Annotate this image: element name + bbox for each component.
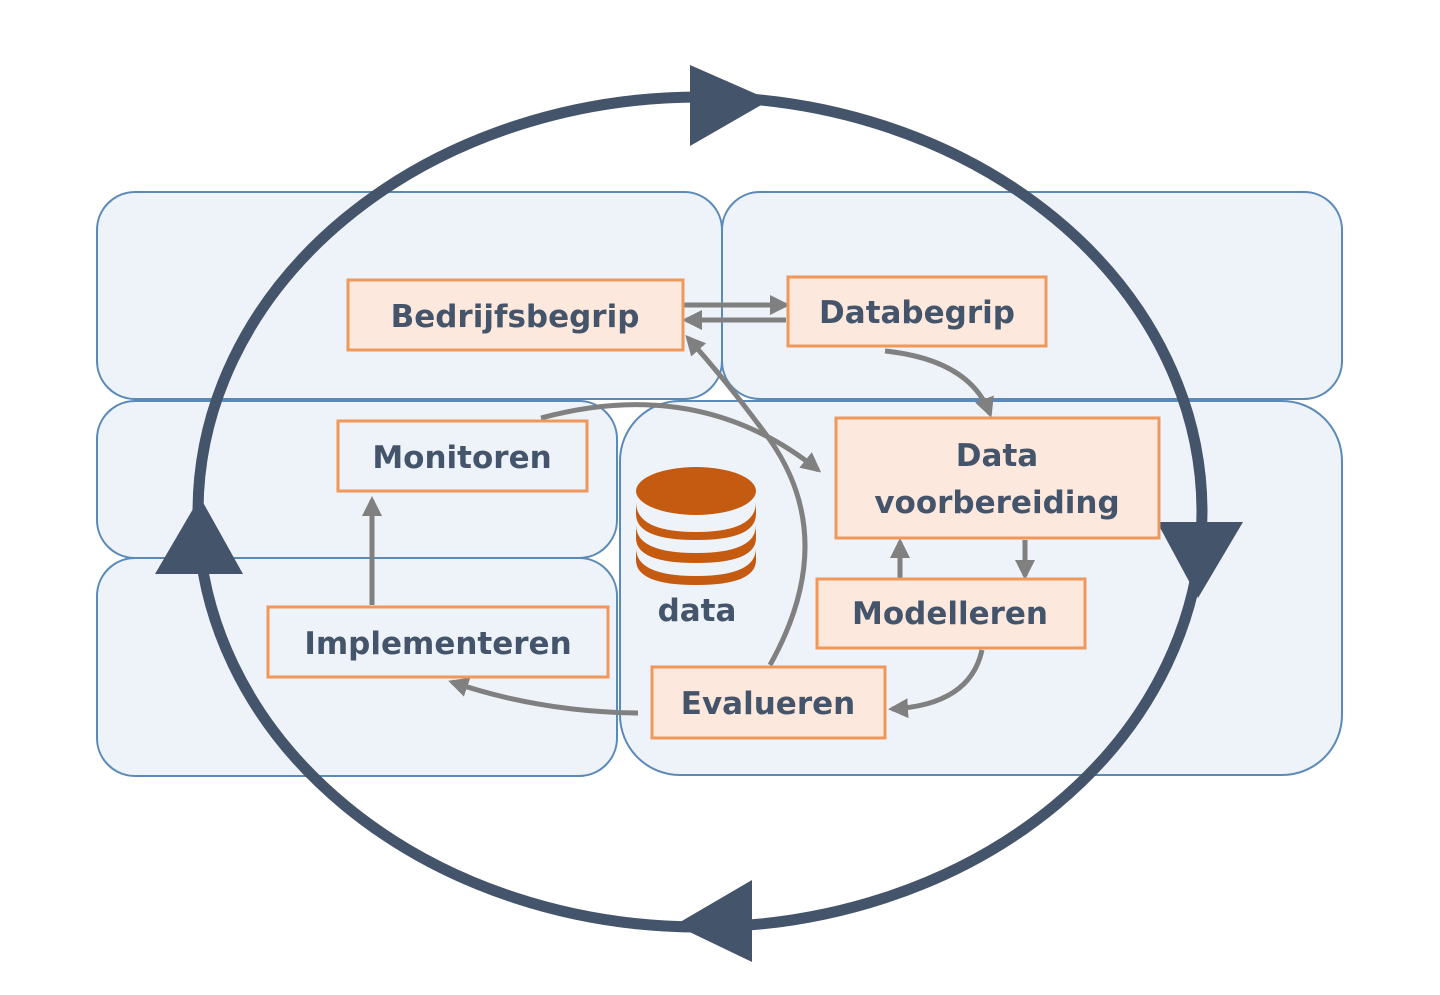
node-monitoren: Monitoren xyxy=(336,419,589,493)
node-implementeren: Implementeren xyxy=(266,605,610,679)
flow-arrows xyxy=(362,295,1035,719)
arrow-monitoren-to-datavoorbereiding xyxy=(540,402,822,473)
arrow-databegrip-to-datavoorbereiding xyxy=(884,348,994,418)
node-bedrijfsbegrip-label: Bedrijfsbegrip xyxy=(391,299,640,335)
node-monitoren-label: Monitoren xyxy=(372,440,551,476)
node-databegrip: Databegrip xyxy=(786,275,1048,348)
database-icon xyxy=(636,467,756,585)
arrow-evalueren-to-implementeren xyxy=(448,677,639,716)
node-data-voorbereiding: Data voorbereiding xyxy=(834,416,1161,540)
arrow-evalueren-to-bedrijfsbegrip xyxy=(685,335,808,667)
node-evalueren: Evalueren xyxy=(650,665,887,740)
cycle-arrow-left-icon xyxy=(155,497,243,574)
node-modelleren: Modelleren xyxy=(815,577,1087,650)
node-evalueren-label: Evalueren xyxy=(681,686,855,722)
arrow-modelleren-to-evalueren xyxy=(888,649,985,719)
cycle-arrow-right-icon xyxy=(1157,522,1243,598)
node-databegrip-label: Databegrip xyxy=(819,295,1015,331)
node-bedrijfsbegrip: Bedrijfsbegrip xyxy=(346,278,685,352)
node-implementeren-label: Implementeren xyxy=(304,626,571,662)
node-data-voorbereiding-label-line2: voorbereiding xyxy=(874,485,1119,521)
node-modelleren-label: Modelleren xyxy=(852,596,1048,632)
cycle-arrow-bottom-icon xyxy=(675,880,752,962)
outer-cycle xyxy=(155,65,1243,962)
cycle-arrow-top-icon xyxy=(690,65,770,146)
database-label: data xyxy=(658,593,737,629)
node-data-voorbereiding-label-line1: Data xyxy=(956,438,1038,474)
